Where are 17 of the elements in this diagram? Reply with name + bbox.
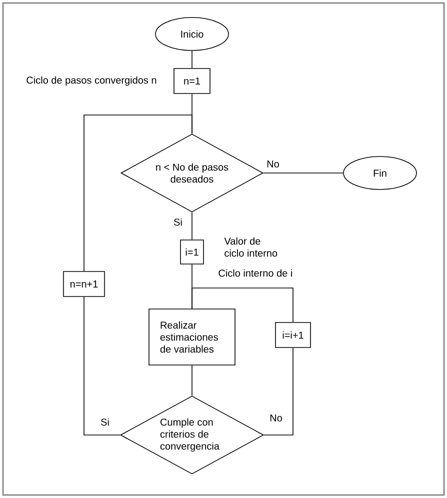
- annotation: Ciclo interno de i: [218, 269, 292, 277]
- edge-label: Si: [173, 218, 183, 226]
- connector-line: [263, 172, 344, 174]
- process-box: i=i+1: [275, 322, 311, 348]
- connector-line: [84, 296, 120, 436]
- annotation: Ciclo de pasos convergidos n: [26, 76, 156, 86]
- connector-line: [264, 348, 294, 436]
- connector-line: [84, 114, 192, 272]
- edge-label: No: [266, 160, 280, 168]
- process-box: n=1: [174, 68, 210, 94]
- process-box: i=1: [180, 240, 204, 264]
- process-box: Realizar estimaciones de variables: [148, 308, 236, 366]
- edge-label: Si: [100, 418, 110, 426]
- connector-line: [192, 288, 294, 322]
- process-box: n=n+1: [63, 271, 105, 297]
- edge-label: No: [269, 414, 283, 422]
- annotation: Valor de ciclo interno: [224, 237, 278, 257]
